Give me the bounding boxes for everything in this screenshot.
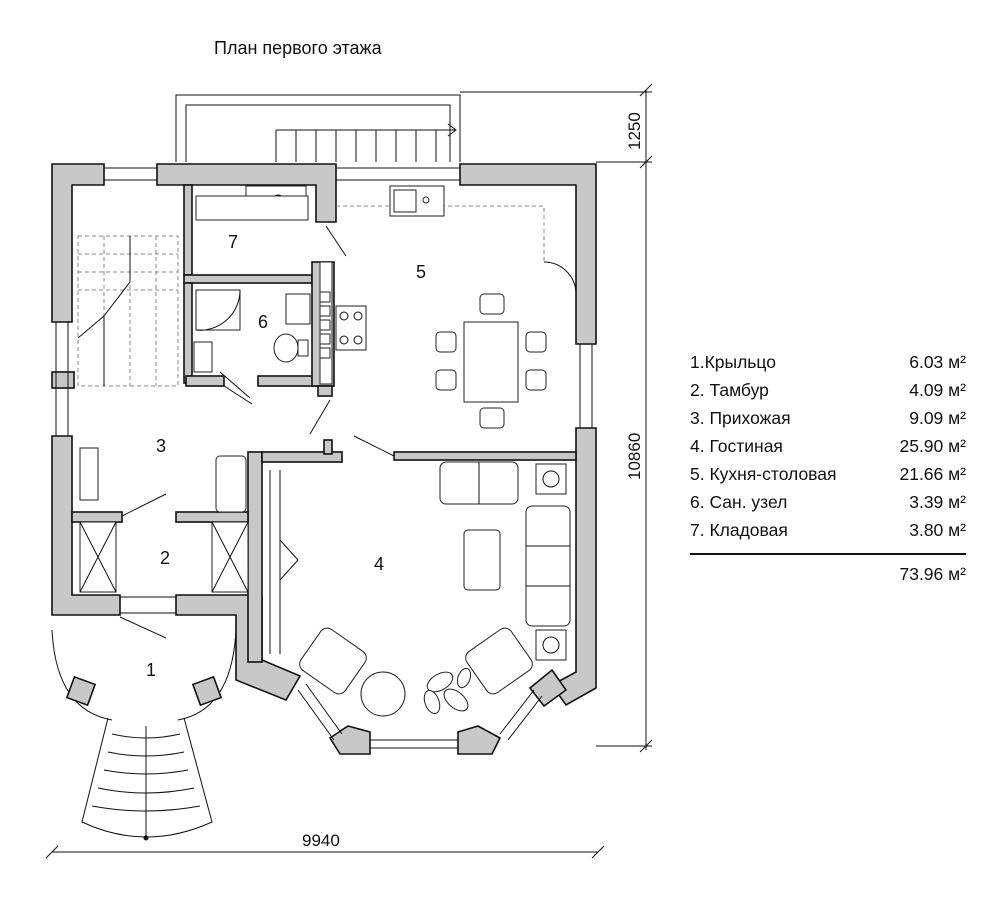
room-row: 2. Тамбур 4.09 м²: [690, 376, 966, 404]
total-area: 73.96 м²: [899, 564, 966, 584]
interior-staircase: [77, 235, 179, 387]
living-room-furniture: [269, 461, 571, 717]
room-number-3: 3: [156, 436, 166, 456]
room-number-6: 6: [258, 312, 268, 332]
room-row: 7. Кладовая 3.80 м²: [690, 516, 966, 544]
room-number-4: 4: [374, 554, 384, 574]
room-row: 6. Сан. узел 3.39 м²: [690, 488, 966, 516]
room-name: 4. Гостиная: [690, 436, 783, 456]
room-area: 6.03 м²: [909, 352, 966, 372]
plan-title: План первого этажа: [214, 38, 382, 58]
dimension-lines: [45, 83, 653, 859]
room-name: 1.Крыльцо: [690, 352, 776, 372]
room-row: 4. Гостиная 25.90 м²: [690, 432, 966, 460]
porch-depth-label: 1250: [625, 112, 644, 150]
room-row: 5. Кухня-столовая 21.66 м²: [690, 460, 966, 488]
room-name: 3. Прихожая: [690, 408, 791, 428]
room-name: 6. Сан. узел: [690, 492, 788, 512]
room-number-1: 1: [146, 660, 156, 680]
room-area-table: 1.Крыльцо 6.03 м² 2. Тамбур 4.09 м² 3. П…: [690, 348, 966, 585]
room-number-7: 7: [228, 232, 238, 252]
hall-furniture: [79, 195, 309, 593]
room-area: 3.80 м²: [909, 520, 966, 540]
bathroom-fixtures: [193, 289, 311, 373]
room-row: 1.Крыльцо 6.03 м²: [690, 348, 966, 376]
room-area: 3.39 м²: [909, 492, 966, 512]
room-number-5: 5: [416, 262, 426, 282]
room-row: 3. Прихожая 9.09 м²: [690, 404, 966, 432]
room-area: 25.90 м²: [899, 436, 966, 456]
doors: [119, 225, 395, 639]
room-area: 21.66 м²: [899, 464, 966, 484]
width-dimension-label: 9940: [302, 831, 340, 850]
room-area: 9.09 м²: [909, 408, 966, 428]
room-area: 4.09 м²: [909, 380, 966, 400]
front-porch: [51, 629, 237, 841]
room-name: 5. Кухня-столовая: [690, 464, 837, 484]
total-divider: [690, 553, 966, 555]
windows: [55, 167, 593, 749]
room-name: 7. Кладовая: [690, 520, 788, 540]
room-number-2: 2: [160, 548, 170, 568]
height-dimension-label: 10860: [625, 433, 644, 480]
dining-table: [435, 293, 547, 429]
room-name: 2. Тамбур: [690, 380, 769, 400]
exterior-walls: [51, 163, 597, 755]
rear-porch: [175, 94, 461, 162]
